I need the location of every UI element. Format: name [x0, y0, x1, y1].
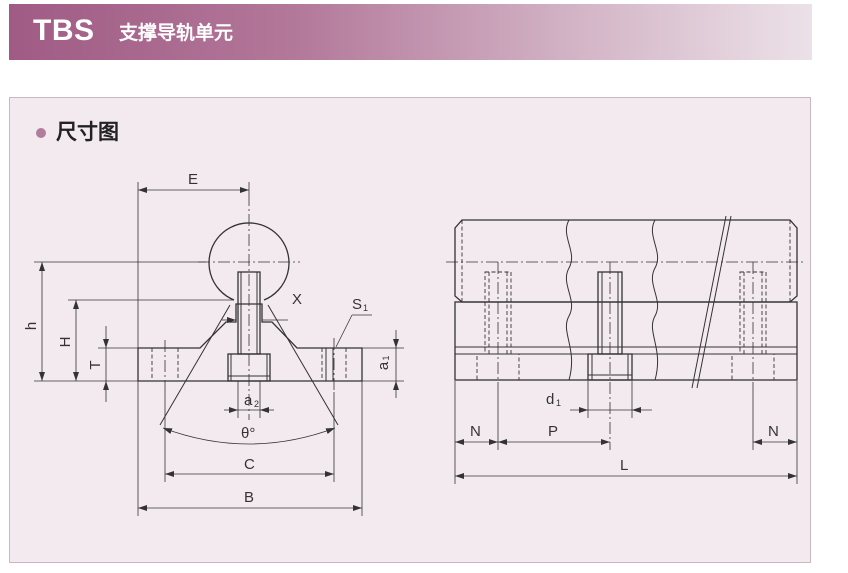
- section-title: 尺寸图: [56, 121, 119, 144]
- dim-label-L: L: [620, 457, 628, 474]
- dim-label-d1: d: [546, 391, 554, 408]
- bullet-icon: [36, 128, 46, 138]
- dim-label-S1-sub: 1: [363, 303, 368, 313]
- bolt-left: [476, 262, 520, 392]
- dim-label-E: E: [188, 171, 198, 188]
- dim-label-a2: a: [244, 392, 253, 409]
- product-code: TBS: [33, 14, 95, 47]
- dim-label-S1: S: [352, 296, 362, 313]
- dim-label-C: C: [244, 456, 255, 473]
- dim-label-a1: a: [375, 361, 392, 370]
- dim-label-N-left: N: [470, 423, 481, 440]
- dim-label-a2-sub: 2: [254, 399, 259, 409]
- bolt-right: [731, 262, 775, 392]
- bolt-center: [587, 262, 633, 450]
- cross-section-view: E h H T X S 1 a 1 a 2 θ° C B: [23, 171, 404, 516]
- product-name: 支撑导轨单元: [119, 23, 234, 44]
- dim-label-B: B: [244, 489, 254, 506]
- dim-label-T: T: [87, 360, 104, 369]
- dim-label-H: H: [57, 337, 74, 348]
- dimension-panel: 尺寸图: [9, 97, 811, 563]
- dim-label-d1-sub: 1: [556, 398, 561, 408]
- dim-label-a1-sub: 1: [381, 355, 391, 360]
- side-view: d 1 N P N L: [446, 215, 806, 484]
- dim-label-N-right: N: [768, 423, 779, 440]
- dim-label-h: h: [23, 322, 40, 330]
- title-banner: TBS 支撑导轨单元: [9, 4, 812, 60]
- dim-label-X: X: [292, 291, 302, 308]
- dim-label-theta: θ°: [241, 425, 255, 442]
- dim-label-P: P: [548, 423, 558, 440]
